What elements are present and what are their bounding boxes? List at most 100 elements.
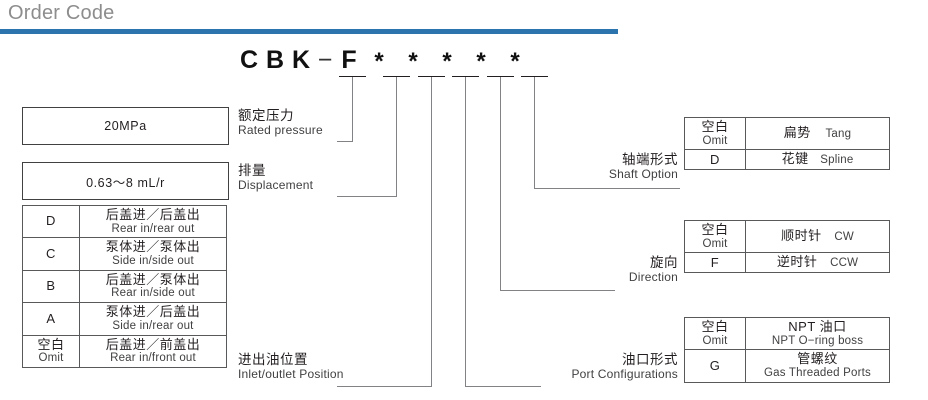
row-desc: 逆时针 CCW [745, 252, 890, 274]
code-dash: − [317, 46, 333, 74]
row-code-en: Omit [702, 237, 728, 250]
row-code: A [22, 302, 80, 336]
code-star-5: * [510, 48, 520, 75]
shaft-option-caption: 轴端形式 Shaft Option [560, 152, 678, 181]
row-desc-cn: 后盖进／后盖出 [105, 207, 201, 222]
row-desc: 后盖进／后盖出 Rear in/rear out [79, 204, 227, 239]
inlet-outlet-table: D 后盖进／后盖出 Rear in/rear out C 泵体进／泵体出 Sid… [22, 204, 227, 369]
code-star-2: * [408, 48, 418, 75]
code-star-1: * [374, 48, 384, 75]
row-code: 空白 Omit [684, 219, 746, 254]
table-row: 空白 Omit NPT 油口 NPT O−ring boss [684, 316, 890, 351]
table-row: 空白 Omit 扁势 Tang [684, 116, 890, 151]
port-configurations-table: 空白 Omit NPT 油口 NPT O−ring boss G 管螺纹 Gas… [684, 316, 890, 383]
row-desc-cn: 后盖进／前盖出 [105, 336, 201, 352]
shaft-option-caption-en: Shaft Option [608, 166, 678, 181]
row-code: D [22, 204, 80, 239]
port-configurations-caption-cn: 油口形式 [622, 352, 678, 367]
row-code-cn: 空白 [701, 222, 729, 237]
rated-pressure-caption-cn: 额定压力 [238, 108, 294, 123]
row-code-cn: G [709, 357, 721, 373]
row-desc-en: Side in/side out [112, 254, 194, 267]
direction-caption-cn: 旋向 [650, 255, 678, 270]
row-code-cn: D [710, 151, 720, 167]
inlet-outlet-caption-en: Inlet/outlet Position [238, 366, 344, 381]
row-code: D [684, 149, 746, 171]
row-code-en: Omit [38, 352, 64, 365]
code-star-3: * [442, 48, 452, 75]
row-desc-cn: NPT 油口 [788, 319, 847, 334]
table-row: G 管螺纹 Gas Threaded Ports [684, 349, 890, 383]
page-title: Order Code [8, 2, 115, 24]
direction-caption-en: Direction [628, 269, 678, 284]
row-code-cn: A [46, 310, 56, 326]
row-desc-cn: 后盖进／泵体出 [105, 271, 201, 287]
code-letter-b: B [265, 46, 285, 74]
inlet-outlet-caption: 进出油位置 Inlet/outlet Position [238, 352, 344, 381]
row-desc-en: CW [834, 231, 854, 244]
row-desc-en: CCW [830, 257, 859, 270]
row-desc: 花键 Spline [745, 149, 890, 171]
row-desc: 后盖进／泵体出 Rear in/side out [79, 269, 227, 304]
row-code-cn: D [46, 213, 56, 229]
code-series-f: F [341, 46, 357, 74]
code-letter-k: K [291, 46, 311, 74]
shaft-option-table: 空白 Omit 扁势 Tang D 花键 Spline [684, 116, 890, 171]
row-desc-en: Spline [820, 154, 854, 167]
row-desc-cn: 泵体进／后盖出 [105, 304, 201, 320]
code-star-4: * [476, 48, 486, 75]
direction-table: 空白 Omit 顺时针 CW F 逆时针 CCW [684, 219, 890, 274]
row-desc-en: Side in/rear out [112, 319, 194, 332]
row-desc-en: Rear in/side out [111, 287, 195, 300]
table-row: B 后盖进／泵体出 Rear in/side out [22, 269, 227, 304]
row-desc-cn: 泵体进／泵体出 [105, 239, 201, 255]
header-rule [0, 29, 618, 34]
shaft-option-caption-cn: 轴端形式 [622, 152, 678, 167]
row-code-en: Omit [702, 334, 728, 347]
rated-pressure-value: 20MPa [104, 119, 147, 133]
row-desc-en: Tang [825, 128, 852, 141]
row-desc-cn: 逆时针 [776, 254, 818, 270]
row-desc-cn: 管螺纹 [797, 351, 838, 367]
row-code-en: Omit [702, 134, 728, 147]
row-desc: 扁势 Tang [745, 116, 890, 151]
displacement-caption-en: Displacement [238, 177, 314, 192]
row-code: B [22, 269, 80, 304]
port-configurations-caption-en: Port Configurations [571, 366, 678, 381]
row-code: 空白 Omit [684, 116, 746, 151]
row-code: G [684, 349, 746, 383]
rated-pressure-caption-en: Rated pressure [238, 122, 323, 137]
table-row: D 花键 Spline [684, 149, 890, 171]
displacement-caption-cn: 排量 [238, 163, 266, 178]
row-code-cn: 空白 [701, 119, 729, 134]
row-desc-en: Rear in/front out [110, 352, 196, 365]
row-desc-en: Gas Threaded Ports [764, 366, 871, 379]
row-code-cn: F [710, 254, 720, 270]
direction-caption: 旋向 Direction [560, 255, 678, 284]
row-desc: 顺时针 CW [745, 219, 890, 254]
row-desc-en: Rear in/rear out [111, 222, 195, 235]
port-configurations-caption: 油口形式 Port Configurations [540, 352, 678, 381]
table-row: 空白 Omit 后盖进／前盖出 Rear in/front out [22, 334, 227, 369]
row-desc: NPT 油口 NPT O−ring boss [745, 316, 890, 351]
rated-pressure-box: 20MPa [22, 107, 229, 145]
row-code: F [684, 252, 746, 274]
row-code-cn: 空白 [37, 336, 65, 352]
row-desc-cn: 花键 [781, 151, 809, 167]
displacement-box: 0.63～8 mL/r [22, 162, 229, 200]
row-desc: 泵体进／后盖出 Side in/rear out [79, 302, 227, 336]
row-code: C [22, 237, 80, 271]
table-row: A 泵体进／后盖出 Side in/rear out [22, 302, 227, 336]
row-code-cn: C [46, 245, 56, 261]
row-desc-cn: 顺时针 [781, 228, 822, 244]
row-desc-cn: 扁势 [783, 125, 811, 141]
row-desc: 后盖进／前盖出 Rear in/front out [79, 334, 227, 369]
table-row: 空白 Omit 顺时针 CW [684, 219, 890, 254]
displacement-value: 0.63～8 mL/r [86, 175, 165, 190]
row-desc: 管螺纹 Gas Threaded Ports [745, 349, 890, 383]
table-row: D 后盖进／后盖出 Rear in/rear out [22, 204, 227, 239]
row-code: 空白 Omit [22, 334, 80, 369]
table-row: C 泵体进／泵体出 Side in/side out [22, 237, 227, 271]
